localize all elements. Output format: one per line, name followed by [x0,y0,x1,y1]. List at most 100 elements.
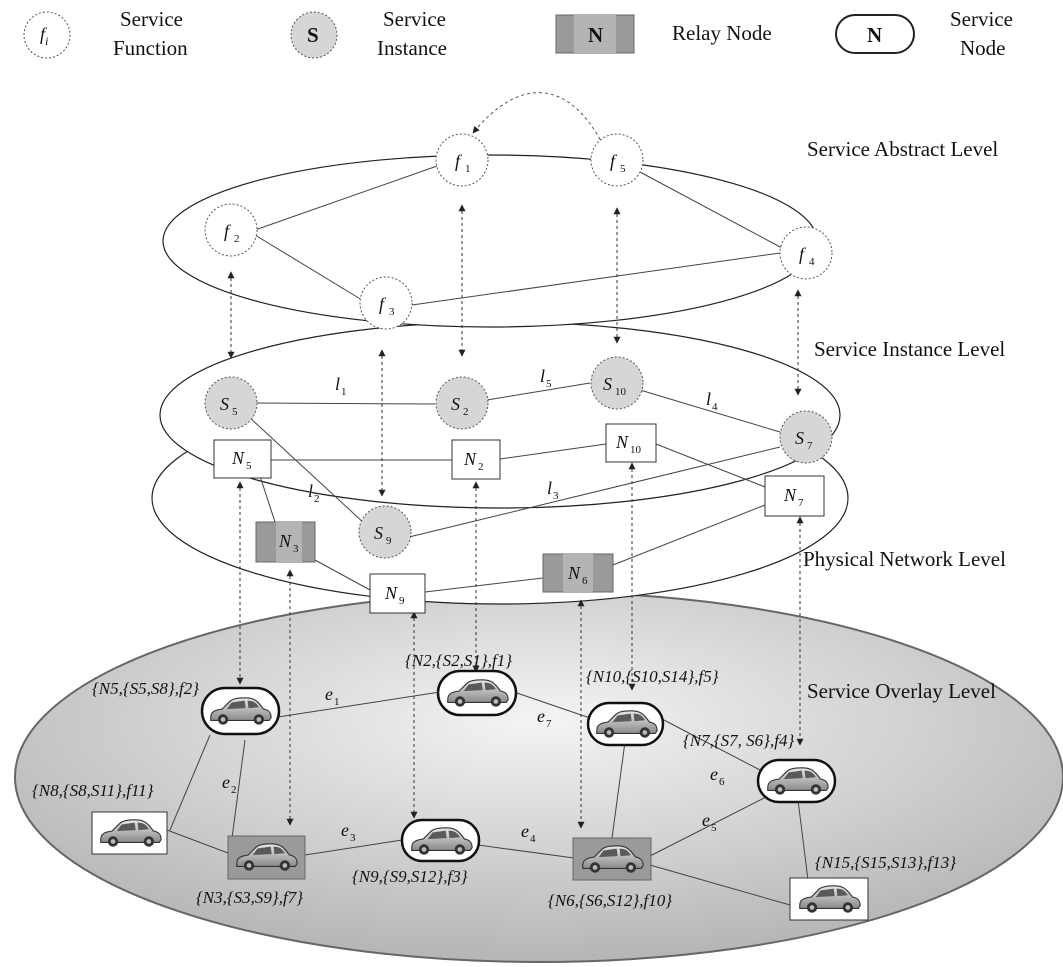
e3-sub: 3 [350,832,356,844]
function-nodes: f 1 f 2 f 3 f 4 f 5 [204,133,833,330]
legend-function-symbol: fi [40,24,48,48]
overlay-level-title: Service Overlay Level [807,679,996,703]
f5-to-f1-dashed-arrow [472,92,604,146]
S5-base: S [220,394,229,414]
f2-sub: 2 [234,233,240,245]
N7-base: N [783,485,797,505]
e1-sub: 1 [334,696,340,708]
e6-base: e [710,764,718,784]
vehicle-N15 [789,877,869,921]
physical-node-N2: N 2 [451,439,501,480]
S2-base: S [451,394,460,414]
l3-base: l [547,478,552,498]
N6-sub: 6 [582,575,588,587]
physical-node-N7: N 7 [764,475,825,517]
legend-instance-symbol: S [307,23,319,47]
legend-instance-label-1: Service [383,7,446,31]
N2-sub: 2 [478,461,484,473]
N9-base: N [384,583,398,603]
e3-base: e [341,820,349,840]
legend-function-icon [23,11,71,59]
overlay-annotations: {N5,{S5,S8},f2} {N2,{S2,S1},f1} {N10,{S1… [32,651,956,910]
abstract-links [254,164,783,306]
instance-node-S2: S 2 [435,376,489,430]
vehicle-N10 [586,701,665,747]
legend-service-node-label-2: Node [960,36,1006,60]
annotation-N6: {N6,{S6,S12},f10} [548,891,672,910]
physical-node-N10: N 10 [605,423,657,463]
vehicle-N7 [756,758,837,804]
l5-sub: 5 [546,378,552,390]
S10-base: S [603,374,612,394]
f4-base: f [799,244,807,264]
physical-level-title: Physical Network Level [803,547,1006,571]
S10-sub: 10 [615,386,627,398]
legend-function-label-1: Service [120,7,183,31]
f1-sub: 1 [465,163,471,175]
physical-node-N5: N 5 [213,439,272,479]
vehicle-N6 [572,837,652,881]
legend-function-label-2: Function [113,36,188,60]
function-node-f5: f 5 [590,133,644,187]
instance-level-title: Service Instance Level [814,337,1005,361]
legend-instance-icon [290,11,338,59]
N2-base: N [463,449,477,469]
legend: fi Service Function S Service Instance N… [23,7,1013,60]
S5-sub: 5 [232,406,238,418]
f4-sub: 4 [809,256,815,268]
physical-nodes: N 5 N 2 N 10 N 7 N 3 N 9 [213,423,825,614]
legend-relay-label: Relay Node [672,21,772,45]
annotation-N15: {N15,{S15,S13},f13} [815,853,956,872]
function-node-f1: f 1 [435,133,489,187]
l4-sub: 4 [712,401,718,413]
overlay-vehicles [91,669,869,921]
annotation-N2: {N2,{S2,S1},f1} [405,651,512,670]
S2-sub: 2 [463,406,469,418]
f3-sub: 3 [389,306,395,318]
l2-base: l [308,481,313,501]
e5-sub: 5 [711,822,717,834]
legend-instance-label-2: Instance [377,36,447,60]
annotation-N7: {N7,{S7, S6},f4} [683,731,794,750]
vehicle-N5 [200,686,281,736]
annotation-N9: {N9,{S9,S12},f3} [352,867,468,886]
abstract-level-plane [162,154,818,328]
e7-sub: 7 [546,718,552,730]
vehicle-N2 [436,669,518,717]
e4-sub: 4 [530,833,536,845]
function-node-f4: f 4 [779,226,833,280]
l1-sub: 1 [341,386,347,398]
f2-base: f [224,221,232,241]
N6-base: N [567,563,581,583]
legend-relay-inner [574,15,616,53]
S9-sub: 9 [386,535,392,547]
l1-base: l [335,374,340,394]
physical-node-N6: N 6 [542,553,614,593]
N9-sub: 9 [399,595,405,607]
e2-sub: 2 [231,784,237,796]
inter-level-arrows [227,204,804,829]
instance-node-S9: S 9 [358,505,412,559]
annotation-N3: {N3,{S3,S9},f7} [196,888,303,907]
N10-sub: 10 [630,444,642,456]
annotation-N8: {N8,{S8,S11},f11} [32,781,154,800]
N5-base: N [231,448,245,468]
S7-sub: 7 [807,440,813,452]
f5-base: f [610,151,618,171]
overlay-level-plane [14,591,1063,963]
e5-base: e [702,810,710,830]
l2-sub: 2 [314,493,320,505]
vehicle-N8 [91,811,168,855]
f3-base: f [379,294,387,314]
annotation-N10: {N10,{S10,S14},f5} [586,667,719,686]
